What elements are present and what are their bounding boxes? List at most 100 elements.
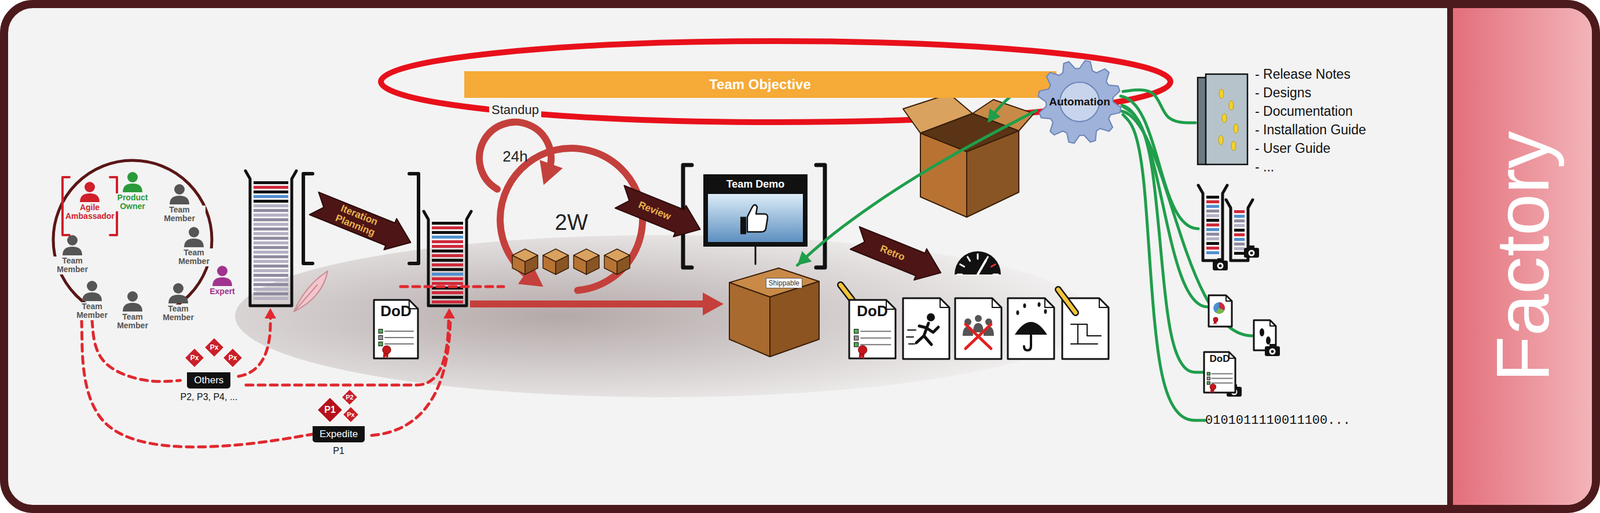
priority-flow xyxy=(238,317,271,377)
expedite-tray: ExpediteP1 xyxy=(312,426,365,457)
camera-lens xyxy=(1248,250,1255,257)
deliverables-list: - Release Notes- Designs- Documentation-… xyxy=(1195,64,1367,176)
priority-head xyxy=(264,307,277,319)
panel-divider xyxy=(1447,8,1453,505)
box-side xyxy=(586,255,600,275)
priority-label: Px xyxy=(228,354,238,362)
factory-panel: Factory xyxy=(1452,8,1592,505)
chevron-arrow xyxy=(307,187,418,258)
gauge-tick xyxy=(957,273,963,276)
rain-drop xyxy=(1016,310,1020,315)
dod-document: DoD xyxy=(1202,350,1237,394)
camera-lens xyxy=(1271,350,1275,354)
report-doc xyxy=(1208,295,1232,327)
label-anchor: P1 xyxy=(324,405,336,415)
check-box xyxy=(854,342,859,347)
connector xyxy=(1123,114,1206,421)
camera-top xyxy=(1248,245,1255,249)
priority-diamond xyxy=(317,397,343,423)
product-backlog-item xyxy=(253,278,289,282)
book-drop xyxy=(1231,141,1236,151)
role-person-text: Product Owner xyxy=(106,193,159,212)
person-head xyxy=(974,314,982,322)
person-head xyxy=(84,181,95,193)
objective-bar-text: Team Objective xyxy=(709,76,811,93)
check-line xyxy=(860,336,891,339)
automation-flow xyxy=(1121,111,1253,336)
screen-frame xyxy=(703,174,808,247)
backlog-snapshot-item xyxy=(1234,247,1245,251)
camera-lens xyxy=(1232,390,1236,394)
box-side xyxy=(512,255,526,275)
umbrella xyxy=(1014,321,1048,335)
backlog-snapshot-item xyxy=(1234,219,1245,223)
thumb-sleeve xyxy=(740,216,747,234)
demo-screen: Team Demo xyxy=(703,174,808,264)
check-box xyxy=(1206,372,1210,376)
backlog-snapshot-item xyxy=(1206,214,1220,218)
connector-line xyxy=(1123,89,1196,123)
product-backlog-item xyxy=(253,236,289,240)
product-backlog-item xyxy=(253,199,289,203)
expedite-tray-text: P1 xyxy=(332,445,345,457)
backlog-snapshot-item xyxy=(1206,209,1220,213)
iteration-backlog-item xyxy=(431,291,464,295)
product-backlog-item xyxy=(253,222,289,226)
speed-lines xyxy=(906,329,916,344)
chevron-arrow xyxy=(613,181,707,245)
others-tray: OthersP2, P3, P4, ... xyxy=(180,372,238,403)
role-person-text: Team Member xyxy=(46,256,99,275)
iteration-backlog-item xyxy=(431,230,464,234)
camera-top xyxy=(1269,343,1276,347)
backlog-snapshot-item xyxy=(1234,210,1245,214)
backlog-snapshot-frame xyxy=(1198,185,1228,261)
standup-loop: Standup24h xyxy=(471,102,559,196)
feather xyxy=(294,270,328,312)
backlog-snapshot-item xyxy=(1234,251,1245,255)
connector xyxy=(81,320,313,447)
ribbon-seal xyxy=(858,345,868,354)
iteration-backlog-item xyxy=(431,254,464,258)
box-top xyxy=(729,268,820,297)
rain-drop xyxy=(1037,302,1041,307)
role-person-text: Team Member xyxy=(152,304,205,323)
box-side xyxy=(920,133,967,218)
role-person: Team Member xyxy=(65,280,119,321)
check-box xyxy=(854,328,859,333)
dod-document-text: DoD xyxy=(380,302,411,320)
backlog-snapshot-item xyxy=(1206,195,1220,199)
box-side xyxy=(542,255,556,275)
others-tray-text: P2, P3, P4, ... xyxy=(180,391,238,403)
backlog-snapshot-item xyxy=(1234,242,1245,246)
iteration-backlog-item xyxy=(431,263,464,267)
deliverables-list-text: - Designs xyxy=(1254,83,1312,102)
iteration-backlog-item xyxy=(431,272,464,276)
box-side xyxy=(525,255,538,275)
role-person: Team Member xyxy=(153,183,206,224)
iteration-backlog-item xyxy=(431,300,464,304)
connector-line xyxy=(1123,106,1203,373)
document xyxy=(373,299,418,359)
box-side xyxy=(555,255,569,275)
role-person-text: Expert xyxy=(207,287,237,296)
role-person-text: Team Member xyxy=(167,248,220,267)
others-tray-text: Others xyxy=(186,372,231,389)
check-box xyxy=(1206,381,1210,385)
box-side xyxy=(604,255,618,275)
connector xyxy=(1123,89,1196,123)
check-line xyxy=(384,330,414,332)
person-head xyxy=(173,283,184,294)
priority-label: P1 xyxy=(324,405,336,415)
product-backlog-item xyxy=(253,227,289,231)
retro-chevron-text: Retro xyxy=(878,243,907,263)
camera-top xyxy=(1231,384,1238,388)
product-backlog-item xyxy=(253,208,289,212)
objective-bar: Team Objective xyxy=(464,71,1057,98)
person-head xyxy=(86,280,98,292)
check-line xyxy=(1211,373,1233,375)
person-head xyxy=(174,184,185,195)
plan-lines xyxy=(1070,324,1102,344)
product-backlog-item xyxy=(253,292,289,296)
iteration-backlog-item xyxy=(431,226,464,230)
